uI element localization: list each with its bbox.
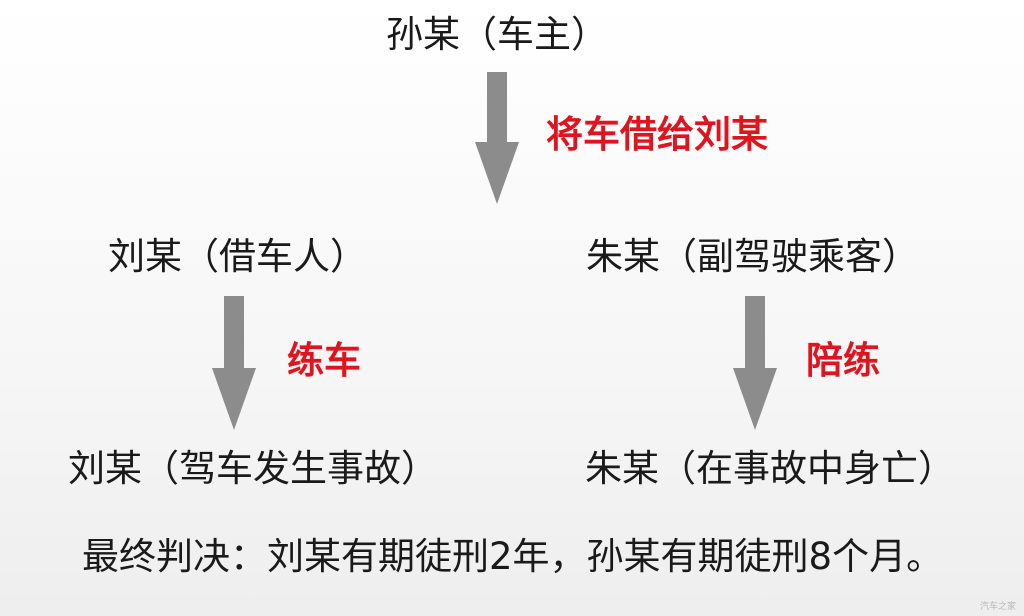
node-borrower-outcome: 刘某（驾车发生事故）	[68, 447, 438, 490]
verdict-text: 最终判决：刘某有期徒刑2年，孙某有期徒刑8个月。	[82, 535, 944, 578]
node-owner: 孙某（车主）	[386, 13, 608, 56]
node-passenger: 朱某（副驾驶乘客）	[586, 235, 919, 278]
watermark: 汽车之家	[979, 602, 1016, 612]
node-passenger-outcome: 朱某（在事故中身亡）	[585, 447, 955, 490]
edge-label-practice: 练车	[287, 339, 361, 382]
edge-label-accompany: 陪练	[806, 339, 880, 382]
arrow-down-icon	[475, 72, 519, 204]
arrow-down-icon	[733, 296, 777, 430]
edge-label-lend: 将车借给刘某	[546, 113, 768, 156]
arrow-down-icon	[212, 296, 256, 430]
node-borrower: 刘某（借车人）	[108, 235, 367, 278]
